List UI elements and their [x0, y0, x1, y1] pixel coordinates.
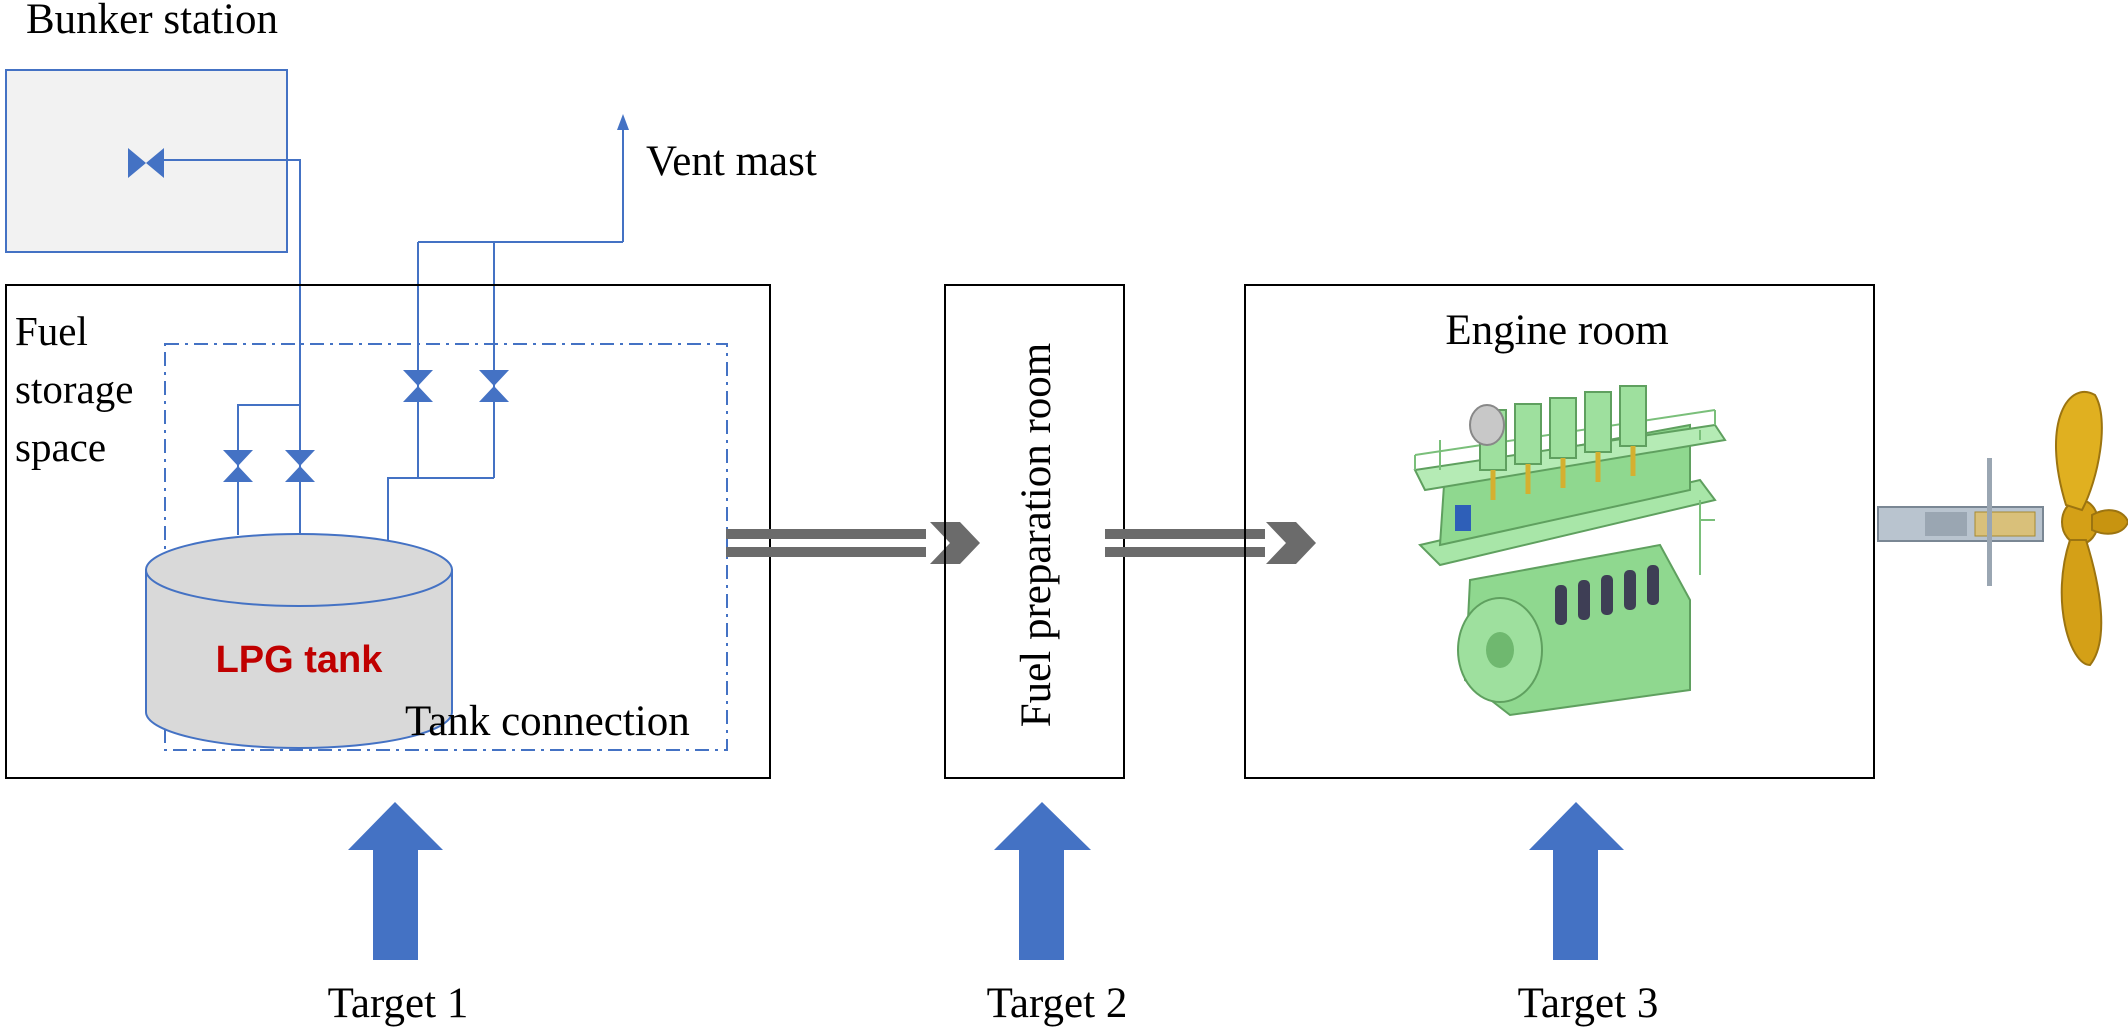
tank-connection-label: Tank connection: [405, 698, 690, 745]
vent-valve-right-icon: [479, 370, 509, 402]
bunker-station-label: Bunker station: [26, 0, 278, 43]
engine-room-box: [1244, 284, 1875, 779]
target-3-arrow-icon: [1529, 802, 1624, 960]
lpg-tank: [145, 533, 453, 749]
bunker-pipe: [164, 159, 301, 535]
target-1-arrow-icon: [348, 802, 443, 960]
fuel-preparation-room-label: Fuel preparation room: [1013, 343, 1060, 728]
propeller-icon: [1877, 390, 2128, 667]
vent-manifold-pipe: [387, 477, 494, 548]
fuel-storage-space-label: Fuel storage space: [15, 308, 144, 470]
tank-valve-left-icon: [223, 450, 253, 482]
vent-mast-arrow-icon: [617, 114, 629, 242]
engine-room-label: Engine room: [1445, 307, 1668, 354]
target-3-label: Target 3: [1518, 980, 1659, 1027]
flow-arrow-icon: [726, 522, 980, 564]
lpg-tank-label: LPG tank: [216, 639, 384, 681]
target-1-label: Target 1: [328, 980, 469, 1027]
vent-mast-label: Vent mast: [646, 138, 817, 185]
target-2-label: Target 2: [987, 980, 1128, 1027]
tank-pipe-left: [237, 404, 300, 535]
target-2-arrow-icon: [994, 802, 1091, 960]
marine-engine-icon: [1413, 385, 1727, 717]
flow-arrow-icon: [1105, 522, 1316, 564]
bunker-valve-icon: [128, 148, 164, 178]
vent-valve-left-icon: [403, 370, 433, 402]
tank-valve-right-icon: [285, 450, 315, 482]
